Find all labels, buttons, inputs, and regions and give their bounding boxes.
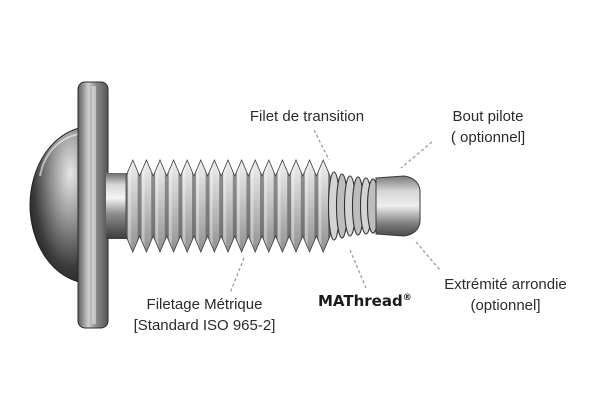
screw-head: [29, 125, 93, 285]
label-pilot-tip: Bout pilote ( optionnel]: [450, 108, 526, 146]
leader-lines: [229, 129, 441, 294]
label-metric-thread: Filetage Métrique [Standard ISO 965-2]: [133, 296, 276, 334]
label-mathread: MAThread®: [318, 292, 412, 310]
screw-neck: [106, 173, 128, 239]
label-rounded-end: Extrémité arrondie (optionnel]: [444, 276, 567, 314]
label-transition-thread: Filet de transition: [249, 108, 365, 125]
mathread-coils: [327, 171, 380, 241]
leader-pilot-tip: [400, 141, 433, 169]
metric-thread: [125, 158, 331, 254]
screw-flange: [77, 81, 109, 329]
pilot-tip: [375, 175, 421, 237]
leader-metric-thread: [229, 257, 245, 294]
leader-rounded-end: [415, 241, 441, 271]
leader-transition-thread: [313, 129, 330, 161]
leader-mathread: [349, 249, 367, 289]
